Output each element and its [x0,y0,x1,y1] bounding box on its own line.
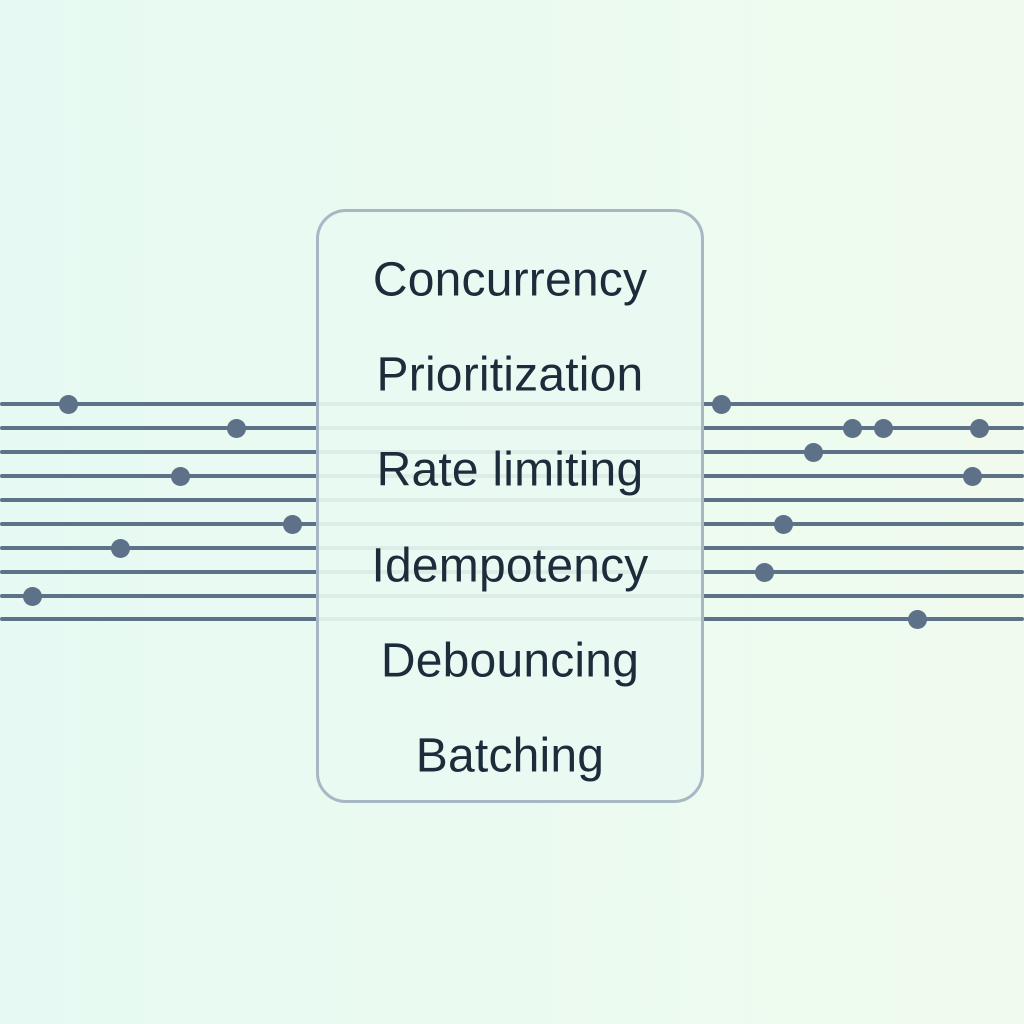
card-item-batching: Batching [319,729,701,784]
wire-node-dot [803,442,823,462]
card-item-label: Prioritization [376,348,644,402]
card-item-prioritization: Prioritization [319,348,701,403]
wire-node-dot [282,514,302,534]
wire-node-dot [754,562,774,582]
card-item-label: Batching [415,729,605,783]
wire-node-dot [873,418,893,438]
card-item-label: Debouncing [380,634,640,688]
card-item-debouncing: Debouncing [319,633,701,688]
card-item-rate-limiting: Rate limiting [319,443,701,498]
card-item-label: Concurrency [372,253,648,307]
wire-node-dot [110,538,130,558]
wire-node-dot [170,466,190,486]
wire-node-dot [842,418,862,438]
wire-node-dot [58,394,78,414]
card-item-label: Idempotency [371,539,649,593]
wire-node-dot [969,418,989,438]
card-item-label: Rate limiting [376,443,644,497]
wire-node-dot [907,609,927,629]
wire-node-dot [773,514,793,534]
wire-node-dot [711,394,731,414]
wire-node-dot [22,586,42,606]
card-item-concurrency: Concurrency [319,253,701,308]
wire-node-dot [962,466,982,486]
wire-node-dot [226,418,246,438]
card-item-idempotency: Idempotency [319,538,701,593]
